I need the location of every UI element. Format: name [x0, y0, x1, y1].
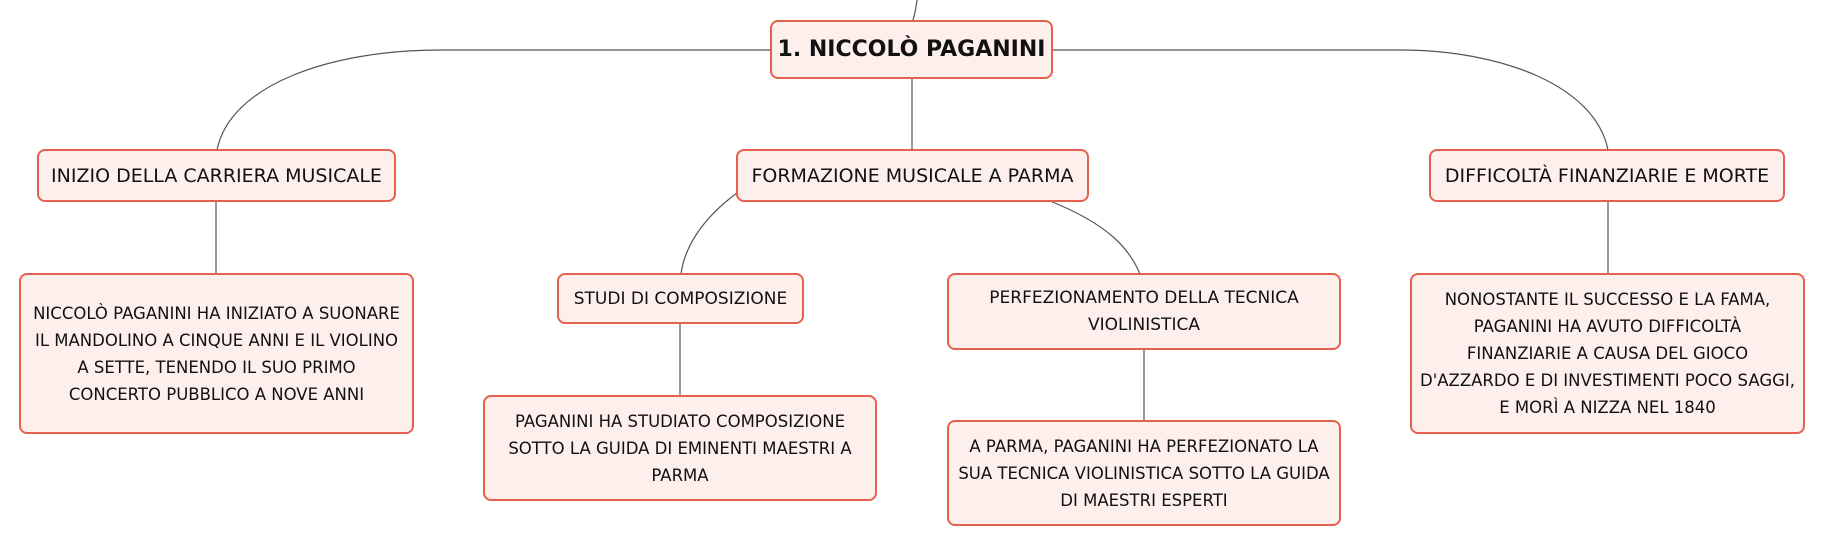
detail-node-text: NONOSTANTE IL SUCCESSO E LA FAMA, PAGANI…: [1420, 290, 1795, 417]
subtopic-node-perfezionamento[interactable]: PERFEZIONAMENTO DELLA TECNICA VIOLINISTI…: [947, 273, 1341, 350]
detail-node-inizio[interactable]: NICCOLÒ PAGANINI HA INIZIATO A SUONARE I…: [19, 273, 414, 434]
topic-node-formazione[interactable]: FORMAZIONE MUSICALE A PARMA: [736, 149, 1089, 202]
subtopic-node-label: STUDI DI COMPOSIZIONE: [573, 288, 788, 309]
subtopic-node-studi[interactable]: STUDI DI COMPOSIZIONE: [557, 273, 804, 324]
root-node-label: 1. NICCOLÒ PAGANINI: [777, 37, 1046, 62]
topic-node-inizio[interactable]: INIZIO DELLA CARRIERA MUSICALE: [37, 149, 396, 202]
connector-root-to-difficolta: [1053, 49, 1609, 151]
detail-node-studi[interactable]: PAGANINI HA STUDIATO COMPOSIZIONE SOTTO …: [483, 395, 877, 501]
connector-formazione-to-perfezionamento: [1049, 200, 1141, 275]
root-node[interactable]: 1. NICCOLÒ PAGANINI: [770, 20, 1053, 79]
topic-node-label: INIZIO DELLA CARRIERA MUSICALE: [51, 164, 382, 187]
connector-from-parent: [912, 0, 918, 21]
connector-formazione-to-studi: [680, 192, 738, 275]
connector-root-to-inizio: [216, 49, 770, 151]
topic-node-label: FORMAZIONE MUSICALE A PARMA: [751, 164, 1074, 187]
subtopic-node-label: PERFEZIONAMENTO DELLA TECNICA VIOLINISTI…: [989, 287, 1299, 335]
topic-node-difficolta[interactable]: DIFFICOLTÀ FINANZIARIE E MORTE: [1429, 149, 1785, 202]
detail-node-difficolta[interactable]: NONOSTANTE IL SUCCESSO E LA FAMA, PAGANI…: [1410, 273, 1805, 434]
detail-node-text: NICCOLÒ PAGANINI HA INIZIATO A SUONARE I…: [33, 303, 400, 404]
detail-node-perfezionamento[interactable]: A PARMA, PAGANINI HA PERFEZIONATO LA SUA…: [947, 420, 1341, 526]
detail-node-text: PAGANINI HA STUDIATO COMPOSIZIONE SOTTO …: [508, 411, 852, 485]
detail-node-text: A PARMA, PAGANINI HA PERFEZIONATO LA SUA…: [958, 436, 1330, 510]
topic-node-label: DIFFICOLTÀ FINANZIARIE E MORTE: [1444, 164, 1770, 187]
